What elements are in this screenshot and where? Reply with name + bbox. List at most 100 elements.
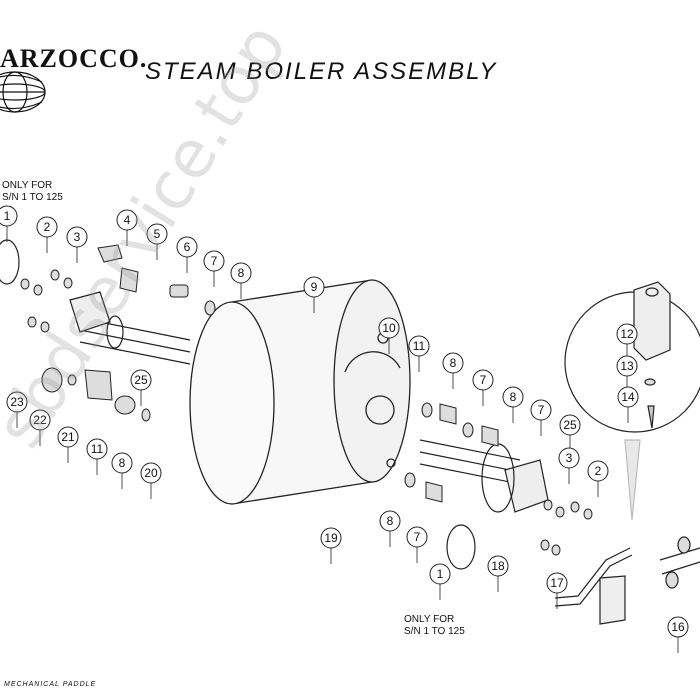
- callout-circle: [616, 323, 638, 345]
- callout-circle: [303, 276, 325, 298]
- callout-14: 14: [617, 386, 639, 423]
- callout-2: 2: [36, 216, 58, 253]
- callout-circle: [320, 527, 342, 549]
- boiler-tank: [189, 279, 411, 505]
- callout-circle: [111, 452, 133, 474]
- callout-number: 4: [124, 213, 131, 227]
- callout-circle: [86, 438, 108, 460]
- fittings-left: [20, 244, 216, 422]
- callout-2: 2: [587, 460, 609, 497]
- callout-25: 25: [130, 369, 152, 406]
- callout-circle: [176, 236, 198, 258]
- callout-11: 11: [86, 438, 108, 475]
- callout-circle: [378, 317, 400, 339]
- callout-8: 8: [111, 452, 133, 489]
- callout-circle: [36, 216, 58, 238]
- callout-circle: [0, 205, 18, 227]
- serial-note-bottom: ONLY FOR S/N 1 TO 125: [404, 614, 465, 638]
- serial-note-top-line2: S/N 1 TO 125: [2, 192, 63, 203]
- callout-21: 21: [57, 426, 79, 463]
- callout-circle: [116, 209, 138, 231]
- callout-10: 10: [378, 317, 400, 354]
- callout-7: 7: [203, 250, 225, 287]
- callout-8: 8: [502, 386, 524, 423]
- page-title: STEAM BOILER ASSEMBLY: [145, 58, 498, 85]
- serial-note-top-line1: ONLY FOR: [2, 180, 53, 191]
- callout-3: 3: [558, 447, 580, 484]
- callout-number: 21: [61, 430, 75, 444]
- callout-circle: [487, 555, 509, 577]
- fittings-right: [404, 402, 593, 556]
- callout-group: 1234567891011878725321213142322211182025…: [0, 205, 689, 653]
- callout-circle: [546, 572, 568, 594]
- detail-inset: [564, 281, 700, 521]
- callout-number: 2: [44, 220, 51, 234]
- callout-number: 14: [621, 390, 635, 404]
- steam-pipe: [554, 536, 700, 625]
- callout-circle: [29, 409, 51, 431]
- callout-number: 20: [144, 466, 158, 480]
- callout-number: 8: [450, 356, 457, 370]
- callout-number: 8: [119, 456, 126, 470]
- callout-circle: [146, 223, 168, 245]
- callout-8: 8: [230, 262, 252, 299]
- callout-number: 19: [324, 531, 338, 545]
- brand-logo-text: ARZOCCO.: [0, 44, 148, 73]
- callout-12: 12: [616, 323, 638, 360]
- callout-number: 7: [538, 403, 545, 417]
- callout-5: 5: [146, 223, 168, 260]
- callout-circle: [408, 335, 430, 357]
- callout-circle: [6, 391, 28, 413]
- callout-circle: [442, 352, 464, 374]
- callout-8: 8: [379, 510, 401, 547]
- callout-circle: [667, 616, 689, 638]
- callout-16: 16: [667, 616, 689, 653]
- callout-7: 7: [406, 526, 428, 563]
- callout-number: 7: [414, 530, 421, 544]
- serial-note-top: ONLY FOR S/N 1 TO 125: [2, 180, 63, 204]
- callout-circle: [57, 426, 79, 448]
- callout-6: 6: [176, 236, 198, 273]
- callout-number: 9: [311, 280, 318, 294]
- callout-23: 23: [6, 391, 28, 428]
- callout-circle: [130, 369, 152, 391]
- callout-11: 11: [408, 335, 430, 372]
- callout-number: 5: [154, 227, 161, 241]
- callout-circle: [230, 262, 252, 284]
- callout-number: 1: [437, 567, 444, 581]
- heating-element-right: [419, 439, 549, 513]
- callout-number: 18: [491, 559, 505, 573]
- callout-17: 17: [546, 572, 568, 609]
- callout-circle: [502, 386, 524, 408]
- callout-1: 1: [0, 205, 18, 242]
- callout-number: 13: [620, 359, 634, 373]
- callout-number: 8: [510, 390, 517, 404]
- callout-3: 3: [66, 226, 88, 263]
- callout-number: 25: [563, 418, 577, 432]
- callout-circle: [558, 447, 580, 469]
- callout-circle: [616, 355, 638, 377]
- callout-number: 22: [33, 413, 47, 427]
- serial-note-bottom-line2: S/N 1 TO 125: [404, 626, 465, 637]
- callout-circle: [66, 226, 88, 248]
- callout-circle: [617, 386, 639, 408]
- callout-number: 6: [184, 240, 191, 254]
- callout-circle: [429, 563, 451, 585]
- callout-circle: [379, 510, 401, 532]
- callout-circle: [140, 462, 162, 484]
- callout-number: 16: [671, 620, 685, 634]
- callout-number: 10: [382, 321, 396, 335]
- callout-number: 3: [74, 230, 81, 244]
- callout-13: 13: [616, 355, 638, 392]
- callout-number: 2: [595, 464, 602, 478]
- globe-logo-icon: [0, 71, 46, 113]
- callout-25: 25: [559, 414, 581, 451]
- callout-number: 1: [4, 209, 11, 223]
- callout-number: 12: [620, 327, 634, 341]
- serial-note-bottom-line1: ONLY FOR: [404, 614, 455, 625]
- callout-number: 8: [387, 514, 394, 528]
- callout-number: 23: [10, 395, 24, 409]
- callout-circle: [406, 526, 428, 548]
- callout-number: 7: [211, 254, 218, 268]
